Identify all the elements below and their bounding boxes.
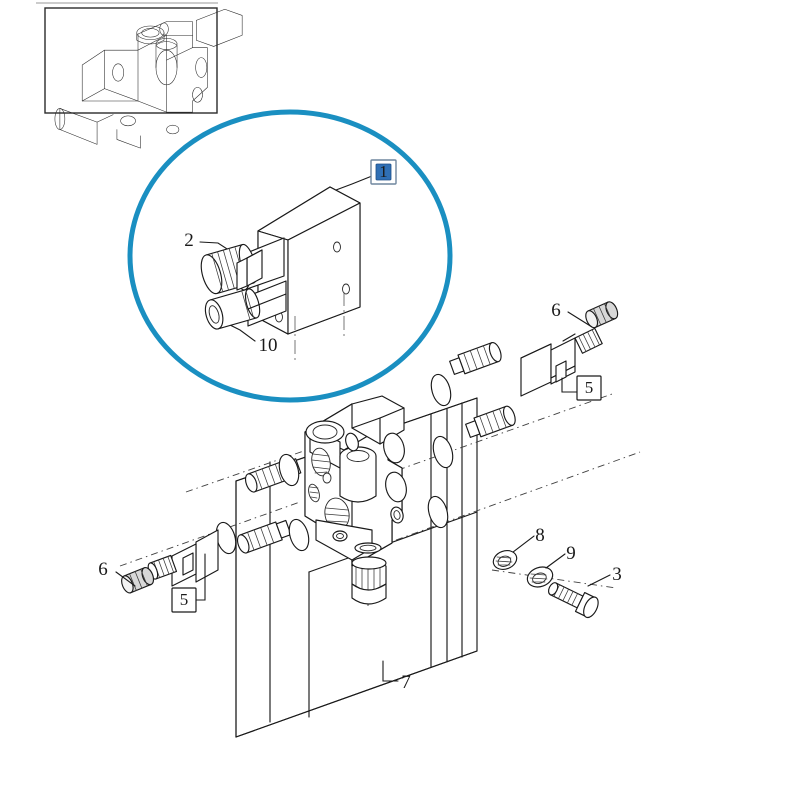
callout-7-number[interactable]: 7 [401,672,411,693]
callout-5-right[interactable]: 5 [576,375,602,401]
callout-6-left-number[interactable]: 6 [98,559,108,580]
callout-5-right-box [576,375,602,401]
flat-washer-9 [526,566,554,588]
lock-washer-8 [492,550,518,570]
central-valve-body [304,395,407,567]
callout-5-right-number: 5 [585,378,594,397]
left-plug-cap [121,566,155,594]
callout-5-left-box [171,587,197,613]
callout-1-selection-fill [375,163,392,181]
left-port-fittings [215,453,310,555]
callout-6-right-number[interactable]: 6 [551,300,561,321]
callout-5-left-number: 5 [180,590,189,609]
callout-2-number[interactable]: 2 [184,230,194,251]
callout-1-number: 1 [379,162,388,181]
callout-1-selected[interactable]: 1 [370,159,397,185]
right-plug-cap [585,301,619,329]
hex-bolt-3 [547,582,599,619]
callout-8-number[interactable]: 8 [535,525,545,546]
callout-10-number[interactable]: 10 [259,335,278,356]
left-bracket-valve-assembly [147,529,219,587]
callout-3-number[interactable]: 3 [612,564,622,585]
callout-5-left[interactable]: 5 [171,587,197,613]
bottom-drain-plug [351,542,387,605]
right-bracket-valve-assembly [520,327,603,397]
callout-9-number[interactable]: 9 [566,543,576,564]
hardware-washers-bolt [492,550,599,619]
